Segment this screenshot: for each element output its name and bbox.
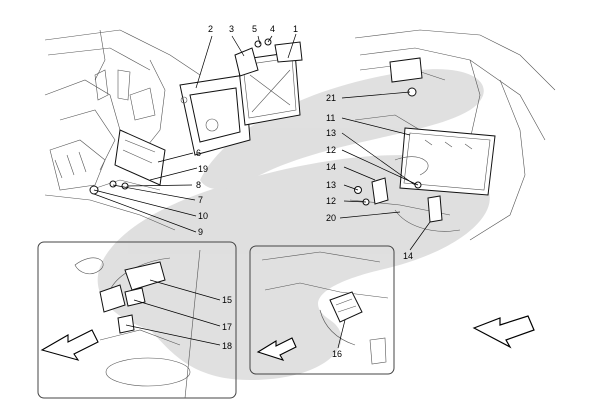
direction-arrow-icon — [40, 329, 99, 361]
callout-10: 10 — [198, 211, 208, 221]
callout-21: 21 — [326, 93, 336, 103]
callout-13a: 13 — [326, 128, 336, 138]
callout-8: 8 — [196, 180, 201, 190]
leader-lines — [93, 33, 431, 349]
callout-14b: 14 — [403, 251, 413, 261]
callout-5: 5 — [252, 24, 257, 34]
callout-4: 4 — [270, 24, 275, 34]
right-trunk-scene — [349, 29, 556, 241]
callout-12b: 12 — [326, 196, 336, 206]
callout-20: 20 — [326, 213, 336, 223]
callout-19: 19 — [198, 164, 208, 174]
callout-2: 2 — [208, 24, 213, 34]
direction-arrow-icon — [256, 337, 297, 361]
callout-18: 18 — [222, 341, 232, 351]
watermark-swoosh — [97, 69, 490, 380]
ecu-assembly — [179, 38, 303, 156]
callout-3: 3 — [229, 24, 234, 34]
inset-sensor-detail — [37, 241, 237, 399]
direction-arrow-icon — [472, 315, 535, 349]
left-bay-scene — [44, 29, 201, 231]
callout-16: 16 — [332, 349, 342, 359]
callout-11: 11 — [326, 113, 335, 123]
callout-9: 9 — [198, 227, 203, 237]
callout-15: 15 — [222, 295, 232, 305]
control-module-part — [399, 127, 496, 196]
callout-labels: 1 2 3 4 5 6 19 8 7 10 9 21 11 13 12 14 1… — [196, 24, 413, 359]
callout-17: 17 — [222, 322, 232, 332]
callout-14a: 14 — [326, 162, 336, 172]
callout-12a: 12 — [326, 145, 336, 155]
callout-6: 6 — [196, 148, 201, 158]
callout-7: 7 — [198, 195, 203, 205]
callout-1: 1 — [293, 24, 298, 34]
callout-13b: 13 — [326, 180, 336, 190]
washer-part — [109, 180, 117, 188]
inset-connector-detail — [249, 245, 395, 375]
